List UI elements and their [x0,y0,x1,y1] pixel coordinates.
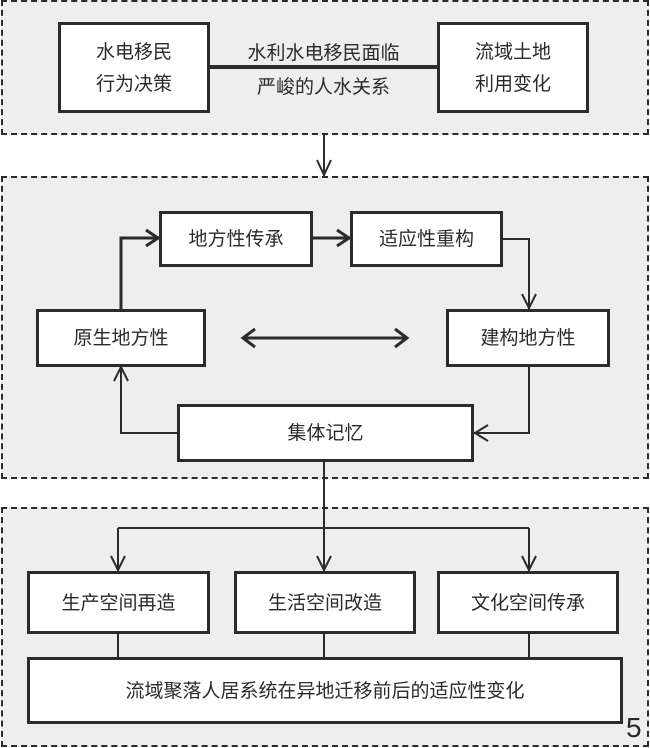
figure-number: 5 [626,712,642,743]
box-label: 适应性重构 [378,228,474,250]
box-collective-memory: 集体记忆 [177,404,474,462]
box-native-placeness: 原生地方性 [36,309,206,367]
box-line: 利用变化 [474,72,551,95]
box-living-space: 生活空间改造 [234,571,416,634]
box-migrant-decision: 水电移民 行为决策 [58,22,210,113]
box-land-use-change: 流域土地 利用变化 [437,22,589,113]
box-label: 生产空间再造 [61,591,176,614]
relation-label-top: 水利水电移民面临 [247,42,400,64]
box-label: 集体记忆 [287,422,364,444]
box-line: 流域土地 [474,40,551,63]
relation-label-bottom: 严峻的人水关系 [256,76,390,98]
box-label: 文化空间传承 [470,591,585,614]
box-label: 建构地方性 [480,327,576,349]
box-label: 生活空间改造 [267,591,382,614]
box-adaptive-reconstruction: 适应性重构 [350,211,503,267]
box-summary: 流域聚落人居系统在异地迁移前后的适应性变化 [27,657,623,724]
box-label: 流域聚落人居系统在异地迁移前后的适应性变化 [125,679,525,702]
box-production-space: 生产空间再造 [27,571,210,634]
box-label: 地方性传承 [188,228,284,250]
box-place-inheritance: 地方性传承 [159,211,313,267]
arrow-head [316,159,332,178]
box-label: 原生地方性 [73,327,169,349]
box-cultural-space: 文化空间传承 [437,571,619,634]
box-constructed-placeness: 建构地方性 [446,309,610,367]
box-line: 行为决策 [95,72,172,95]
box-line: 水电移民 [95,40,172,63]
